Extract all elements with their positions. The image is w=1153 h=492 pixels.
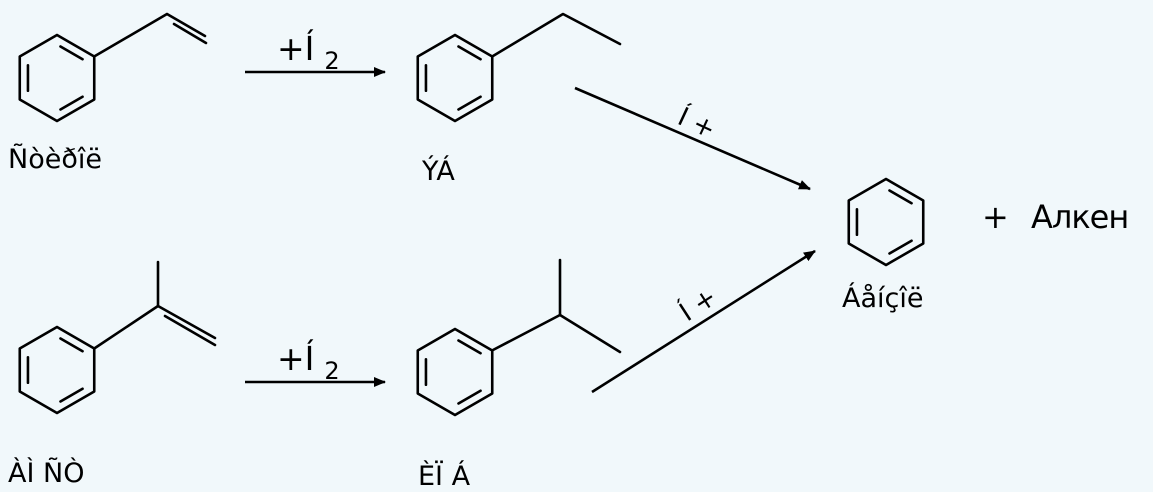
- benzene-ring-outline: [847, 177, 925, 267]
- benzene-ring-double-bond: [59, 45, 84, 61]
- dealkylation-arrow-1: [574, 86, 811, 191]
- cumene-structure: [416, 258, 622, 417]
- benzene-ring-outline: [416, 33, 494, 123]
- benzene-ring-double-bond: [59, 95, 84, 111]
- reagent-h2-subscript-2: 2: [324, 357, 339, 385]
- alpha-methylstyrene-structure: [18, 260, 217, 415]
- ethylbenzene-label: ÝÁ: [421, 155, 455, 187]
- alkene-label: Алкен: [1031, 198, 1128, 236]
- benzene-ring-outline: [18, 33, 96, 123]
- reagent-hplus-label-2: Í +: [673, 280, 722, 327]
- benzene-ring-double-bond: [457, 95, 482, 111]
- benzene-ring-outline: [18, 325, 96, 415]
- cumene-label: ÈÏ Á: [418, 460, 471, 492]
- benzene-ring-double-bond: [888, 189, 913, 205]
- reagent-h2-subscript-1: 2: [324, 47, 339, 75]
- plus-sign: +: [982, 198, 1009, 236]
- ethylbenzene-structure: [416, 12, 622, 123]
- benzene-ring-outline: [416, 327, 494, 417]
- reagent-h2-label-1: +Í 2: [277, 28, 340, 75]
- reagent-h2-label-2: +Í 2: [277, 338, 340, 385]
- benzene-ring-double-bond: [457, 339, 482, 355]
- benzene-structure: [847, 177, 925, 267]
- benzene-ring-double-bond: [457, 389, 482, 405]
- alpha-methylstyrene-label: ÀÌ ÑÒ: [8, 457, 84, 489]
- benzene-ring-double-bond: [59, 337, 84, 353]
- benzene-ring-double-bond: [888, 239, 913, 255]
- benzene-label: Áåíçîë: [842, 282, 923, 314]
- benzene-ring-double-bond: [59, 387, 84, 403]
- benzene-ring-double-bond: [457, 45, 482, 61]
- reagent-h2-prefix-2: +Í: [277, 338, 314, 378]
- styrene-structure: [18, 12, 208, 123]
- reagent-h2-prefix-1: +Í: [277, 28, 314, 68]
- reagent-hplus-label-1: Í +: [673, 100, 721, 145]
- dealkylation-arrow-2: [591, 249, 816, 394]
- styrene-label: Ñòèðîë: [8, 143, 102, 175]
